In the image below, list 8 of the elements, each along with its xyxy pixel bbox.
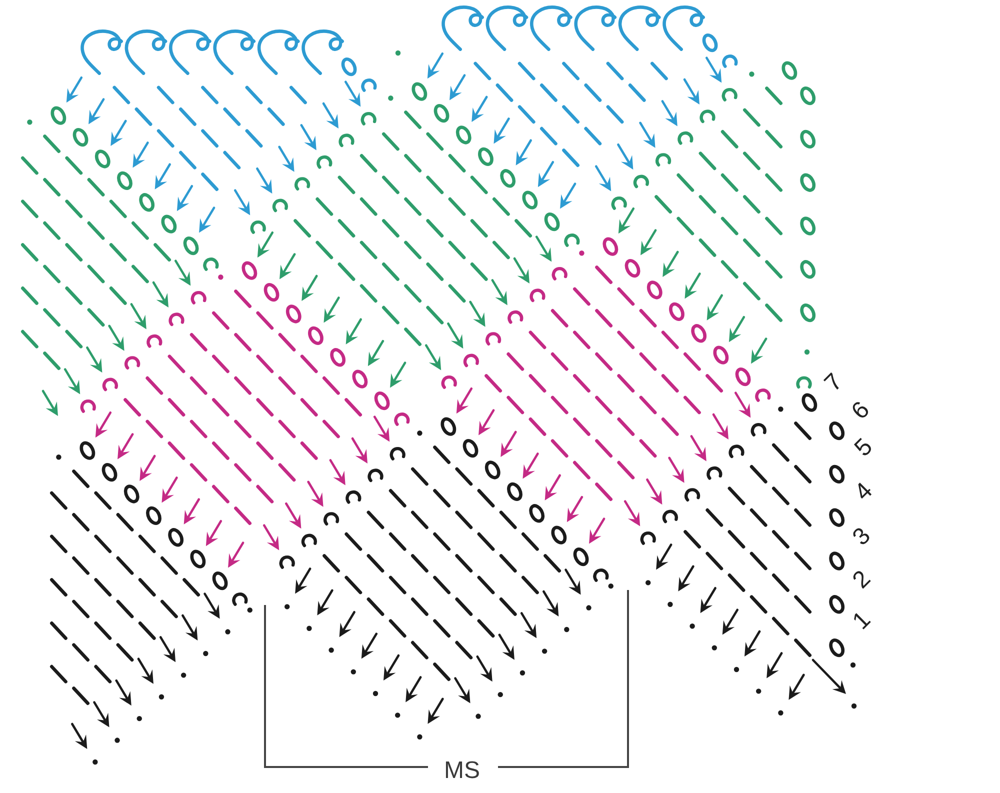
row-number: 1 (848, 608, 876, 634)
row-number: 3 (848, 524, 876, 550)
row-number: 4 (850, 478, 878, 506)
row-number: 5 (850, 434, 878, 462)
row-number: 2 (848, 566, 876, 594)
repeat-label: MS (444, 759, 480, 783)
row-number: 7 (820, 370, 848, 396)
row-number: 6 (848, 398, 874, 424)
